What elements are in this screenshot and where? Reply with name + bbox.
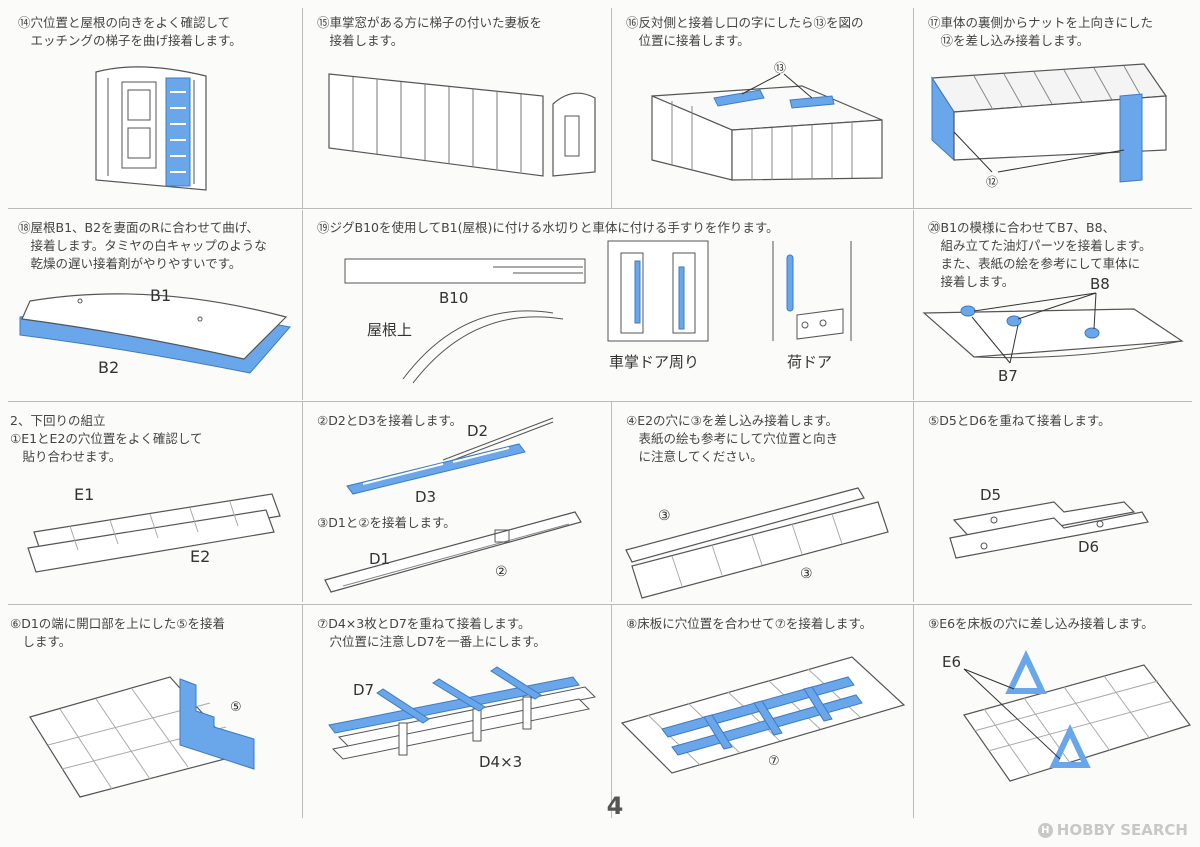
part-label: E6 (942, 653, 961, 671)
step-2-8-text: ⑧床板に穴位置を合わせて⑦を接着します。 (626, 616, 873, 631)
body-box-illustration: ⑬ (651, 61, 883, 181)
part-label: B2 (98, 358, 119, 377)
part-label: ⑤ (230, 700, 242, 715)
part-label: D4×3 (479, 753, 522, 771)
grid-line (8, 208, 1192, 209)
step-19-panel: ⑲ジグB10を使用してB1(屋根)に付ける水切りと車体に付ける手すりを作ります。… (303, 209, 913, 401)
step-18-text: ⑱屋根B1、B2を妻面のRに合わせて曲げ、 接着します。タミヤの白キャップのよう… (18, 220, 267, 271)
step-16-panel: ⑯反対側と接着し口の字にしたら⑬を図の 位置に接着します。 ⑬ (612, 0, 913, 208)
bracket-attach-illustration: ⑤ (29, 676, 255, 798)
part-label: 荷ドア (787, 353, 832, 371)
step-20-panel: ⑳B1の模様に合わせてB7、B8、 組み立てた油灯パーツを接着します。 また、表… (914, 209, 1200, 401)
grid-line (8, 401, 1192, 402)
part-label: 車掌ドア周り (609, 353, 699, 371)
step-2-3-text: ③D1と②を接着します。 (317, 515, 456, 530)
part-label: ⑫ (986, 175, 998, 189)
part-label: ③ (800, 566, 813, 582)
step-2-5-panel: ⑤D5とD6を重ねて接着します。 D5 D6 (914, 402, 1200, 604)
part-label: D1 (369, 550, 390, 568)
step-14-text: ⑭穴位置と屋根の向きをよく確認して エッチングの梯子を曲げ接着します。 (18, 15, 242, 48)
part-label: D7 (353, 681, 374, 699)
grid-line (611, 402, 612, 602)
step-16-text: ⑯反対側と接着し口の字にしたら⑬を図の 位置に接着します。 (626, 15, 864, 48)
body-side-illustration (328, 73, 596, 177)
step-2-9-panel: ⑨E6を床板の穴に差し込み接着します。 E6 (914, 605, 1200, 818)
part-label: E2 (190, 547, 210, 566)
step-2-4-panel: ④E2の穴に③を差し込み接着します。 表紙の絵も参考にして穴位置と向き に注意し… (612, 402, 913, 604)
step-15-text: ⑮車掌窓がある方に梯子の付いた妻板を 接着します。 (317, 15, 543, 48)
frame-parts-illustration: D2 D3 D1 ② (324, 417, 582, 593)
part-label: E1 (74, 485, 94, 504)
grid-line (302, 402, 303, 602)
part-label: B1 (150, 286, 171, 305)
body-underside-illustration: ⑫ (930, 63, 1168, 189)
grid-line (611, 8, 612, 208)
part-label: ③ (658, 508, 671, 524)
step-2-9-text: ⑨E6を床板の穴に差し込み接着します。 (928, 616, 1154, 631)
watermark-text: HOBBY SEARCH (1056, 821, 1188, 839)
watermark-logo-icon: H (1037, 822, 1053, 838)
step-2-2-text: ②D2とD3を接着します。 (317, 413, 463, 428)
part-label: D3 (415, 488, 436, 506)
floor-frame-illustration: ③ ③ (625, 487, 889, 599)
end-wall-ladder-illustration (95, 66, 207, 191)
floor-assembly-illustration: ⑦ (620, 656, 906, 774)
e6-insert-illustration: E6 (942, 649, 1191, 782)
bracket-parts-illustration: D5 D6 (949, 486, 1149, 559)
part-label: D6 (1078, 538, 1099, 556)
part-label: D5 (980, 486, 1001, 504)
jig-handrail-illustration: B10 屋根上 車掌ドア周り 荷ドア (344, 240, 852, 384)
step-2-1-panel: 2、下回りの組立 ①E1とE2の穴位置をよく確認して 貼り合わせます。 E1 E… (0, 402, 302, 604)
part-label: B7 (998, 367, 1018, 385)
step-2-7-panel: ⑦D4×3枚とD7を重ねて接着します。 穴位置に注意しD7を一番上にします。 D… (303, 605, 611, 818)
frame-stack-illustration: D7 D4×3 (328, 666, 597, 771)
grid-line (611, 605, 612, 818)
step-2-7-text: ⑦D4×3枚とD7を重ねて接着します。 穴位置に注意しD7を一番上にします。 (317, 616, 546, 649)
grid-line (302, 210, 303, 400)
grid-line (302, 8, 303, 208)
step-2-6-panel: ⑥D1の端に開口部を上にした⑤を接着 します。 ⑤ (0, 605, 302, 818)
part-label: 屋根上 (367, 321, 412, 339)
part-label: B8 (1090, 275, 1110, 293)
grid-line (913, 210, 914, 400)
step-15-panel: ⑮車掌窓がある方に梯子の付いた妻板を 接着します。 (303, 0, 611, 208)
grid-line (8, 604, 1192, 605)
grid-line (913, 402, 914, 602)
roof-fittings-illustration: B8 B7 (922, 275, 1184, 385)
step-2-5-text: ⑤D5とD6を重ねて接着します。 (928, 413, 1111, 428)
step-14-panel: ⑭穴位置と屋根の向きをよく確認して エッチングの梯子を曲げ接着します。 (0, 0, 302, 208)
step-17-text: ⑰車体の裏側からナットを上向きにした ⑫を差し込み接着します。 (928, 15, 1154, 48)
grid-line (913, 605, 914, 818)
part-label: D2 (467, 422, 488, 440)
floor-plates-illustration: E1 E2 (27, 485, 281, 573)
step-2-4-text: ④E2の穴に③を差し込み接着します。 表紙の絵も参考にして穴位置と向き に注意し… (626, 413, 839, 464)
step-20-text: ⑳B1の模様に合わせてB7、B8、 組み立てた油灯パーツを接着します。 また、表… (928, 220, 1152, 289)
step-2-1-text: 2、下回りの組立 ①E1とE2の穴位置をよく確認して 貼り合わせます。 (10, 413, 203, 464)
page-number: 4 (606, 792, 624, 820)
part-label: ② (495, 564, 508, 580)
part-label: B10 (439, 289, 468, 307)
step-17-panel: ⑰車体の裏側からナットを上向きにした ⑫を差し込み接着します。 ⑫ (914, 0, 1200, 208)
grid-line (913, 8, 914, 208)
step-18-panel: ⑱屋根B1、B2を妻面のRに合わせて曲げ、 接着します。タミヤの白キャップのよう… (0, 209, 302, 401)
part-label: ⑬ (774, 61, 786, 75)
step-2-8-panel: ⑧床板に穴位置を合わせて⑦を接着します。 ⑦ (612, 605, 913, 818)
step-2-6-text: ⑥D1の端に開口部を上にした⑤を接着 します。 (10, 616, 225, 649)
step-19-text: ⑲ジグB10を使用してB1(屋根)に付ける水切りと車体に付ける手すりを作ります。 (317, 220, 779, 235)
step-2-2-panel: ②D2とD3を接着します。 ③D1と②を接着します。 D2 D3 D1 ② (303, 402, 611, 604)
watermark: H HOBBY SEARCH (1037, 821, 1188, 839)
grid-line (302, 605, 303, 818)
roof-illustration: B1 B2 (19, 286, 291, 377)
part-label: ⑦ (768, 754, 780, 769)
